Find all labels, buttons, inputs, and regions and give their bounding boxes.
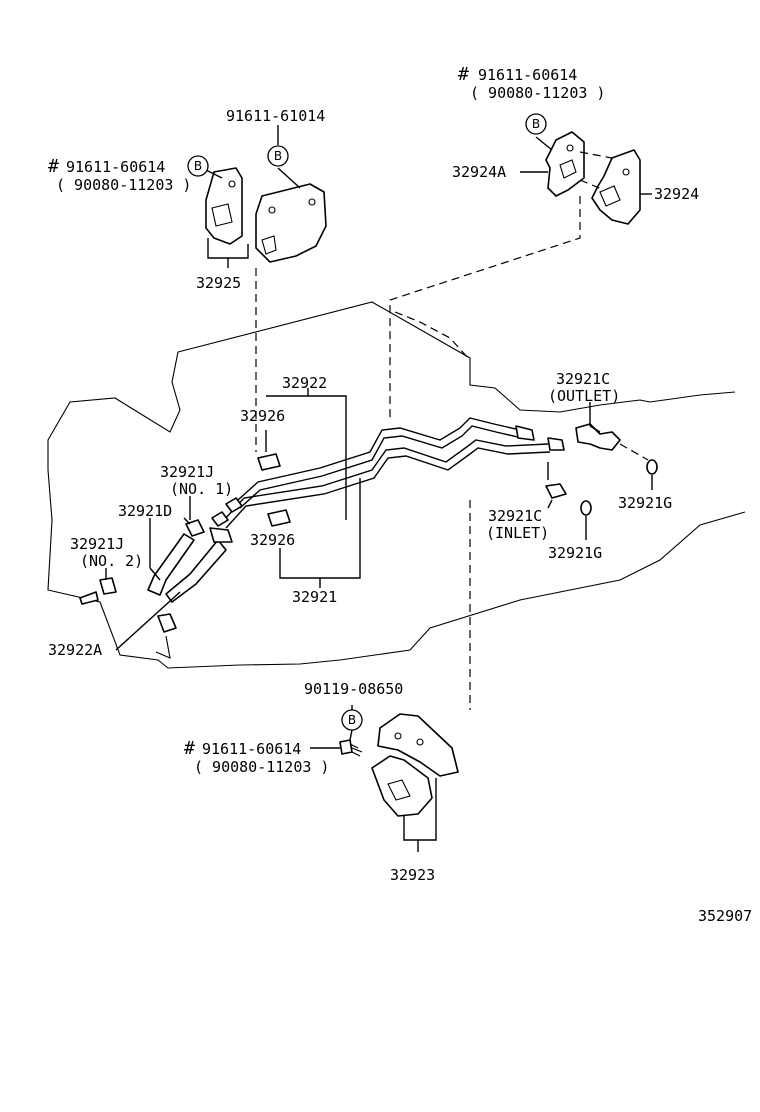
clamp-lower	[157, 613, 177, 633]
gasket-bottom	[580, 500, 592, 516]
label-32921g-bottom: 32921G	[548, 544, 602, 562]
b-mark-top-right	[525, 113, 547, 135]
label-32921: 32921	[292, 588, 337, 606]
label-32922a: 32922A	[48, 641, 102, 659]
label-top-left-bolt-center: 91611-61014	[226, 107, 325, 125]
b-mark-top-right-text: B	[532, 117, 540, 131]
label-top-right-bolt: 91611-60614	[478, 66, 577, 84]
pipe-fitting-bottom	[547, 437, 565, 451]
label-bottom-bolt-alt: ( 90080-11203 )	[194, 758, 329, 776]
bracket-32923-lower	[371, 755, 433, 817]
label-top-left-bolt: 91611-60614	[66, 158, 165, 176]
label-union-inlet-note: (INLET)	[486, 524, 549, 542]
hose-stub-left	[79, 591, 99, 605]
label-32921j-no2: 32921J	[70, 535, 124, 553]
label-union-inlet: 32921C	[488, 507, 542, 525]
transmission-outline	[47, 301, 746, 669]
clamp-32926-top	[257, 453, 281, 471]
b-mark-bottom	[341, 709, 363, 731]
b-mark-top-left	[187, 155, 209, 177]
union-inlet	[545, 483, 567, 499]
label-32922: 32922	[282, 374, 327, 392]
label-top-left-bolt-alt: ( 90080-11203 )	[56, 176, 191, 194]
pipe-end-left-2	[225, 497, 243, 513]
label-bottom-bolt-b: 90119-08650	[304, 680, 403, 698]
label-32926-top: 32926	[240, 407, 285, 425]
clamp-upper-right	[209, 527, 233, 543]
b-mark-top-center	[267, 145, 289, 167]
label-32924: 32924	[654, 185, 699, 203]
hose-32922a	[165, 539, 227, 603]
gasket-right	[646, 459, 658, 475]
bracket-32923-group	[310, 705, 459, 852]
hoses-and-clamps	[79, 496, 233, 659]
clamp-32921j-no1	[185, 519, 205, 537]
unions-and-gaskets	[469, 402, 658, 710]
hash-mark-top-left: #	[48, 156, 59, 177]
bracket-32923-upper	[377, 713, 459, 777]
b-marks: B B B B	[187, 113, 547, 731]
label-32921j-no1-note: (NO. 1)	[170, 480, 233, 498]
label-top-right-bolt-alt: ( 90080-11203 )	[470, 84, 605, 102]
clamp-32926-bottom	[267, 509, 291, 527]
b-mark-bottom-text: B	[348, 713, 356, 727]
label-32924a: 32924A	[452, 163, 506, 181]
union-outlet	[575, 423, 621, 451]
label-32921j-no2-note: (NO. 2)	[80, 552, 143, 570]
pipe-fitting-top	[515, 425, 535, 441]
bolt-bottom	[339, 739, 353, 755]
hash-mark-top-right: #	[458, 64, 469, 85]
label-union-outlet-note: (OUTLET)	[548, 387, 620, 405]
b-mark-top-left-text: B	[194, 159, 202, 173]
bracket-32924-group	[389, 120, 652, 422]
label-32921g-right: 32921G	[618, 494, 672, 512]
bracket-32925-small	[205, 167, 243, 245]
clamp-32921j-no2	[99, 577, 117, 595]
label-32921d: 32921D	[118, 502, 172, 520]
oil-cooler-pipes	[211, 388, 565, 588]
label-bottom-bolt: 91611-60614	[202, 740, 301, 758]
hash-mark-bottom: #	[184, 738, 195, 759]
label-32926-bottom: 32926	[250, 531, 295, 549]
bracket-32924a	[545, 131, 585, 197]
bracket-32924	[591, 149, 641, 225]
bracket-32925-group	[205, 125, 327, 452]
b-mark-top-center-text: B	[274, 149, 282, 163]
label-32923: 32923	[390, 866, 435, 884]
label-32921j-no1: 32921J	[160, 463, 214, 481]
figure-number: 352907	[698, 907, 752, 925]
label-32925: 32925	[196, 274, 241, 292]
label-union-outlet: 32921C	[556, 370, 610, 388]
part-labels: # 91611-60614 ( 90080-11203 ) 32924A 329…	[48, 64, 752, 925]
bracket-32925-large	[255, 183, 327, 263]
pipe-end-left-1	[211, 511, 229, 527]
